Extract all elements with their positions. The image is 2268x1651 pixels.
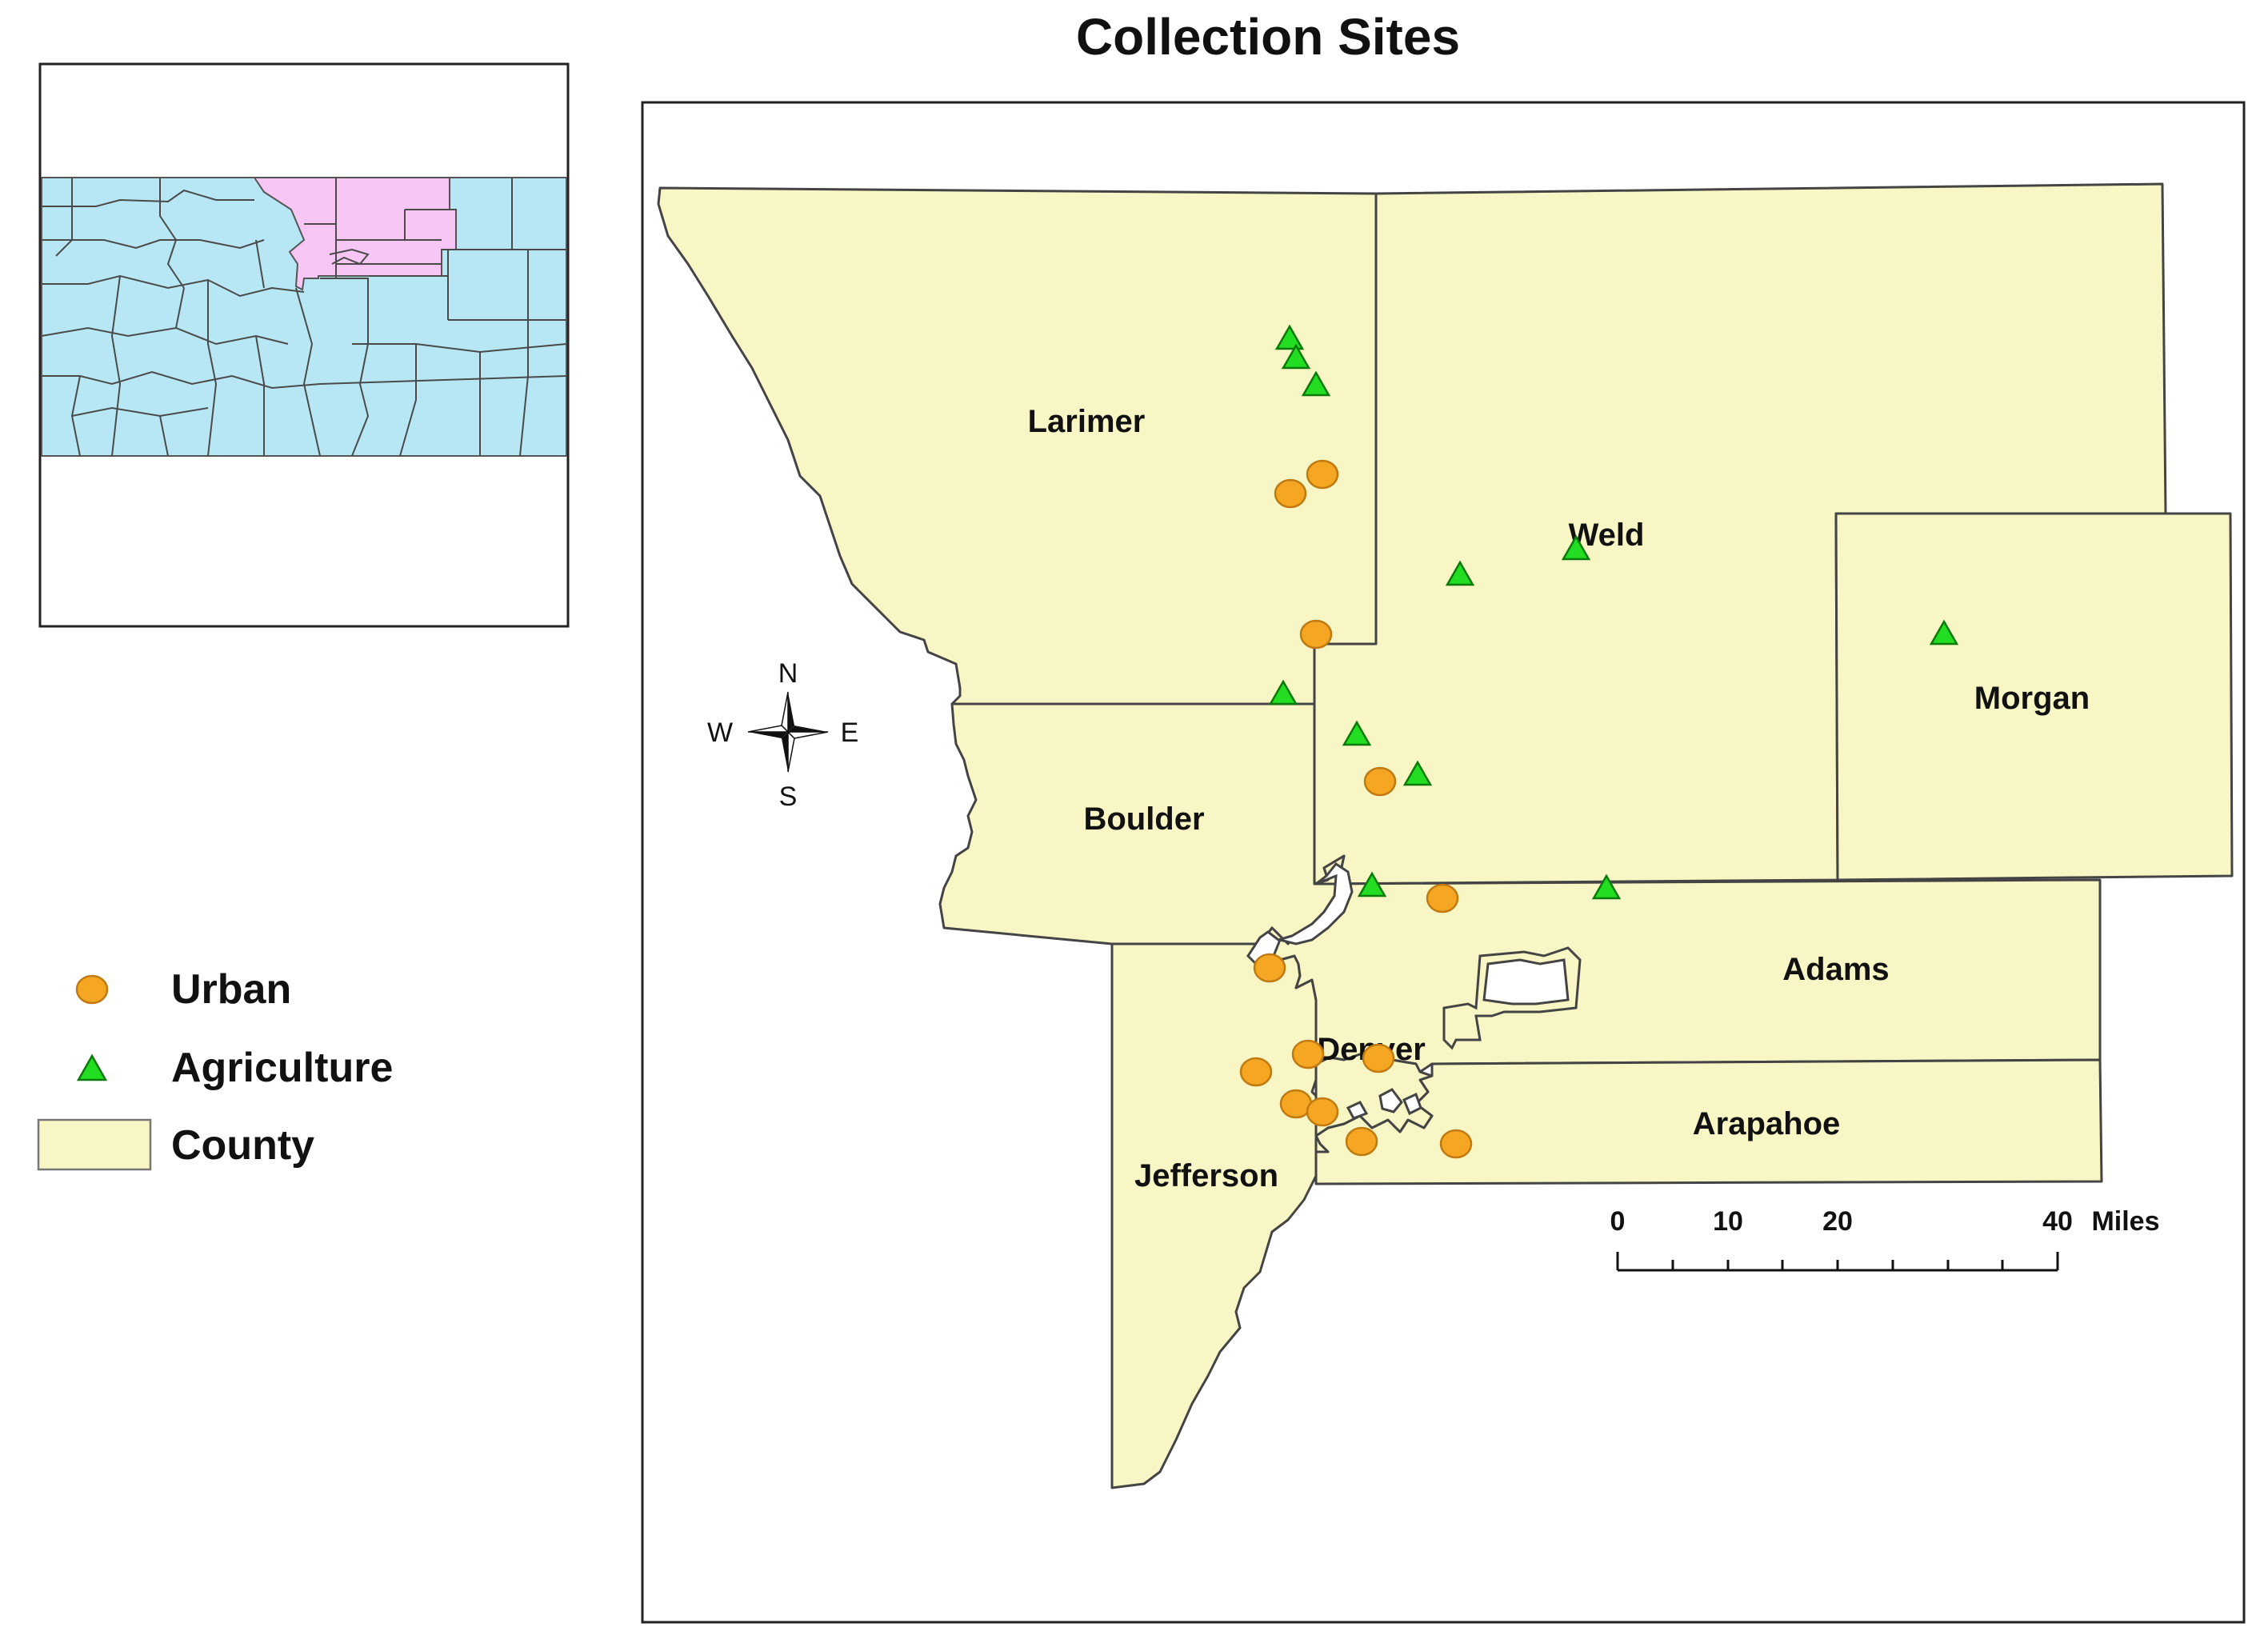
county-morgan bbox=[1834, 512, 2234, 881]
agriculture-site bbox=[1268, 679, 1298, 706]
agriculture-site bbox=[1301, 370, 1331, 397]
scale-unit: Miles bbox=[2091, 1206, 2159, 1237]
county-polygons bbox=[657, 182, 2234, 1489]
county-label-boulder: Boulder bbox=[1083, 802, 1204, 837]
urban-site bbox=[1306, 1097, 1339, 1127]
agriculture-site bbox=[1561, 534, 1591, 561]
inset-map bbox=[38, 62, 570, 628]
compass-n: N bbox=[778, 658, 798, 689]
legend: Urban Agriculture County bbox=[37, 966, 393, 1171]
legend-label-agriculture: Agriculture bbox=[171, 1045, 393, 1091]
urban-site bbox=[1362, 1043, 1395, 1073]
urban-site bbox=[1291, 1039, 1325, 1069]
urban-site bbox=[1439, 1129, 1473, 1159]
urban-site bbox=[1299, 619, 1333, 650]
county-label-morgan: Morgan bbox=[1974, 681, 2090, 716]
agriculture-site bbox=[1357, 871, 1387, 897]
agriculture-site bbox=[1342, 720, 1372, 746]
county-label-arapahoe: Arapahoe bbox=[1693, 1106, 1841, 1141]
urban-circle-icon bbox=[75, 974, 109, 1005]
urban-site bbox=[1363, 766, 1397, 797]
map-title: Collection Sites bbox=[1076, 8, 1460, 66]
agriculture-site bbox=[1445, 560, 1475, 586]
legend-label-county: County bbox=[171, 1122, 314, 1169]
unincorporated-areas bbox=[1246, 861, 1582, 1120]
county-swatch-icon bbox=[37, 1118, 152, 1171]
scale-tick-40: 40 bbox=[2042, 1206, 2073, 1237]
agriculture-site bbox=[1281, 343, 1311, 370]
scale-tick-0: 0 bbox=[1610, 1206, 1626, 1237]
county-label-adams: Adams bbox=[1782, 952, 1889, 987]
agriculture-site bbox=[1402, 760, 1433, 786]
scale-tick-20: 20 bbox=[1822, 1206, 1853, 1237]
urban-site bbox=[1239, 1057, 1273, 1087]
scale-bar: 0 10 20 40 Miles bbox=[1610, 1206, 2160, 1272]
county-label-jefferson: Jefferson bbox=[1134, 1158, 1278, 1193]
agriculture-site bbox=[1274, 324, 1305, 350]
agriculture-site bbox=[1929, 619, 1959, 646]
county-label-larimer: Larimer bbox=[1028, 404, 1146, 439]
urban-site bbox=[1426, 883, 1459, 913]
compass-rose: N S E W bbox=[707, 658, 858, 812]
county-labels: Larimer Weld Morgan Boulder Adams Denver… bbox=[1028, 404, 2090, 1193]
compass-s: S bbox=[779, 782, 798, 812]
urban-site bbox=[1274, 478, 1307, 509]
compass-w: W bbox=[707, 718, 733, 748]
urban-site bbox=[1306, 459, 1339, 490]
agriculture-triangle-icon bbox=[76, 1053, 108, 1081]
legend-label-urban: Urban bbox=[171, 966, 291, 1013]
urban-site bbox=[1253, 953, 1286, 983]
agriculture-sites bbox=[1268, 324, 1959, 900]
urban-sites bbox=[1239, 459, 1473, 1159]
compass-e: E bbox=[841, 718, 859, 748]
urban-site bbox=[1345, 1126, 1378, 1157]
agriculture-site bbox=[1591, 873, 1622, 900]
scale-tick-10: 10 bbox=[1713, 1206, 1743, 1237]
